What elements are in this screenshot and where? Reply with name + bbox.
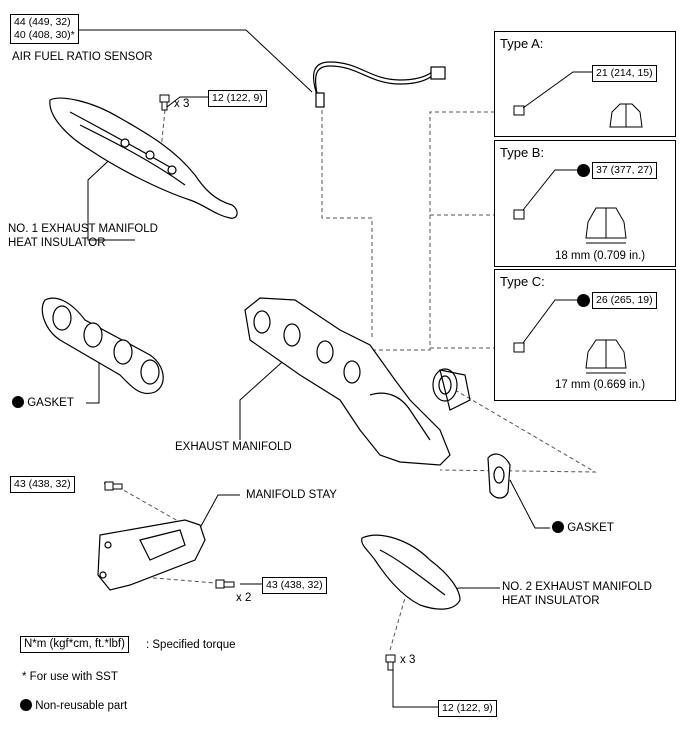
manifold-leader [239,354,291,440]
sensor-torque-box: 44 (449, 32) 40 (408, 30)* [10,14,79,44]
insulator1-bolt-torque: 12 (122, 9) [208,90,267,107]
gasket-right-text: GASKET [567,522,614,534]
stay-drawing [97,519,206,591]
legend-non-reusable-text: Non-reusable part [35,700,128,712]
no2-insulator-label-line1: NO. 2 EXHAUST MANIFOLD [502,581,652,593]
sensor-drawing [312,61,446,108]
sensor-torque-1: 44 (449, 32) [14,16,71,28]
stay-lower-torque: 43 (438, 32) [262,577,327,594]
legend-non-reusable: Non-reusable part [20,699,127,713]
flange-dash [439,389,597,473]
manifold-stay-label: MANIFOLD STAY [246,489,337,501]
insulator1-bolt-qty: x 3 [174,98,190,110]
insulator1-bolt [159,94,170,111]
insulator2-drawing [361,534,461,610]
no1-insulator-label-line2: HEAT INSULATOR [8,237,106,249]
sensor-leader [46,29,313,93]
exhaust-manifold-label: EXHAUST MANIFOLD [175,441,292,453]
no1-insulator-label-line1: NO. 1 EXHAUST MANIFOLD [8,223,158,235]
insulator1-bolt-leader [162,96,208,111]
stay-bolt-qty: x 2 [236,592,252,604]
legend-sst-note: * For use with SST [22,671,118,683]
type-b-panel: Type B: 18 mm (0.709 in.) [494,140,676,267]
type-a-panel: Type A: [494,31,676,137]
type-c-title: Type C: [500,274,545,289]
insulator2-dash [389,597,406,651]
gasket-left-text: GASKET [27,397,74,409]
gasket-right-label: GASKET [552,521,614,535]
stay-upper-torque: 43 (438, 32) [10,476,75,493]
legend-torque-box: N*m (kgf*cm, ft.*lbf) [20,636,129,653]
manifold-drawing [244,297,471,466]
sensor-dash [321,110,373,340]
legend-torque-desc: : Specified torque [146,639,236,651]
insulator1-drawing [49,97,238,219]
type-b-non-reusable-dot-icon [577,164,590,177]
type-c-non-reusable-dot-icon [577,294,590,307]
type-b-title: Type B: [500,145,545,160]
insulator2-bolt-leader [392,670,438,708]
insulator2-bolt-qty: x 3 [400,654,416,666]
type-c-torque-front: 26 (265, 19) [592,292,657,309]
insulator2-bolt [385,654,396,671]
type-b-dimension: 18 mm (0.709 in.) [555,250,646,262]
gasket-right-leader [509,479,550,529]
type-b-torque-front: 37 (377, 27) [592,162,657,179]
type-a-torque-front: 21 (214, 15) [592,65,657,82]
insulator1-leader [87,149,135,241]
gasket-left-label: GASKET [12,396,74,410]
stay-bolts [104,481,235,589]
stay-dash-upper [117,486,186,526]
non-reusable-dot-icon [552,521,564,533]
sensor-torque-2: 40 (408, 30)* [14,29,75,41]
nut-dash-main [365,111,530,351]
gasket-right-drawing [487,453,511,499]
no2-insulator-label-line2: HEAT INSULATOR [502,595,600,607]
insulator2-bolt-torque: 12 (122, 9) [438,700,497,717]
non-reusable-dot-icon [20,699,32,711]
type-c-panel: Type C: 17 mm (0.669 in.) [494,269,676,401]
non-reusable-dot-icon [12,396,24,408]
gasket-left-drawing [41,297,164,395]
air-fuel-ratio-sensor-label: AIR FUEL RATIO SENSOR [12,51,153,63]
stay-leader [199,494,240,529]
type-a-title: Type A: [500,36,544,51]
insulator1-dash [159,109,166,161]
type-c-dimension: 17 mm (0.669 in.) [555,379,646,391]
